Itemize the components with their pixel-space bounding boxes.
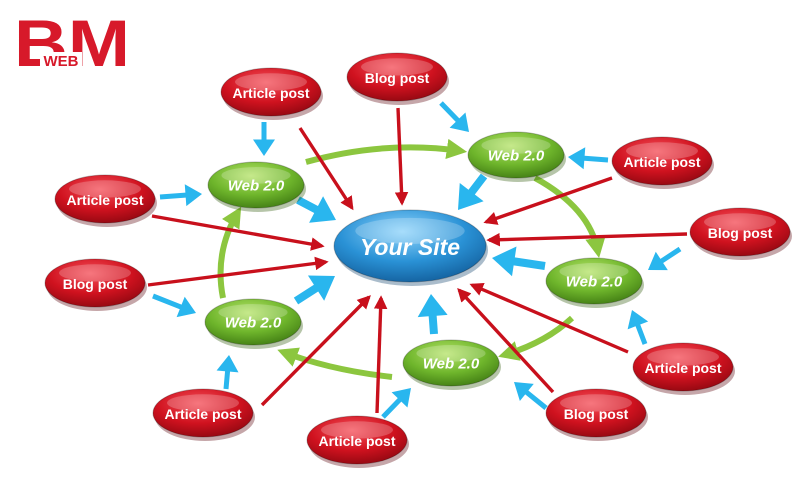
blog-post-node-p8-label: Blog post — [564, 406, 629, 422]
web20-node-w4: Web 2.0 — [402, 339, 501, 390]
red-arrow-p8 — [457, 287, 555, 394]
article-post-node-p1-label: Article post — [232, 85, 309, 101]
web20-node-w5-shape — [204, 298, 302, 346]
blog-post-node-p8-shape — [545, 388, 647, 438]
blue-arrow-p4-w1 — [159, 184, 202, 207]
your-site-node-shape — [333, 209, 487, 283]
blog-post-node-p6-label: Blog post — [63, 276, 128, 292]
blog-post-node-p5: Blog post — [689, 207, 792, 260]
blog-post-node-p2-shape — [346, 52, 448, 102]
red-arrow-p3 — [483, 176, 613, 225]
blog-post-node-p6-shape — [44, 258, 146, 308]
article-post-node-p4-shape — [54, 174, 156, 224]
red-arrow-p5 — [486, 232, 688, 247]
article-post-node-p7-shape — [632, 342, 734, 392]
web20-node-w3-shape — [545, 257, 643, 305]
green-arrow-w3-w4 — [498, 315, 575, 361]
blue-arrow-w5-site — [293, 275, 336, 305]
blue-arrow-p3-w2 — [567, 147, 609, 170]
blue-arrow-p9-w5 — [216, 355, 239, 390]
your-site-node: Your Site — [333, 209, 488, 286]
green-arrow-w2-w3 — [533, 175, 606, 259]
article-post-node-p10: Article post — [306, 415, 409, 468]
blue-arrow-w3-site — [492, 246, 546, 277]
web20-node-w2-label: Web 2.0 — [488, 148, 545, 165]
green-arrow-w5-w1 — [217, 206, 242, 299]
blog-post-node-p5-label: Blog post — [708, 225, 773, 241]
your-site-node-label: Your Site — [360, 234, 460, 260]
blue-arrow-w2-site — [457, 173, 488, 210]
blue-arrow-p10-w4 — [381, 388, 411, 419]
article-post-node-p7-label: Article post — [644, 360, 721, 376]
blog-post-node-p2: Blog post — [346, 52, 449, 105]
red-arrow-p4 — [151, 214, 325, 251]
web20-node-w2-shape — [467, 131, 565, 179]
bm-web-logo: BM WEB — [14, 8, 130, 78]
red-arrow-p7 — [469, 283, 629, 354]
blue-arrow-p6-w5 — [152, 293, 197, 318]
blog-post-node-p8: Blog post — [545, 388, 648, 441]
red-arrow-p10 — [373, 295, 388, 414]
article-post-node-p3-label: Article post — [623, 154, 700, 170]
web20-node-w3-label: Web 2.0 — [566, 274, 623, 291]
blog-post-node-p6: Blog post — [44, 258, 147, 311]
logo-sub: WEB — [44, 53, 79, 70]
article-post-node-p10-shape — [306, 415, 408, 465]
article-post-node-p1-shape — [220, 67, 322, 117]
blue-arrow-p1-w1 — [253, 122, 275, 156]
green-arrow-w1-w2 — [305, 138, 468, 165]
article-post-node-p9: Article post — [152, 388, 255, 441]
blue-arrow-p2-w2 — [439, 101, 469, 132]
web20-node-w4-label: Web 2.0 — [423, 356, 480, 373]
blog-post-node-p5-shape — [689, 207, 791, 257]
article-post-node-p7: Article post — [632, 342, 735, 395]
article-post-node-p3-shape — [611, 136, 713, 186]
article-post-node-p9-shape — [152, 388, 254, 438]
blue-arrow-p5-w3 — [647, 246, 682, 271]
article-post-node-p3: Article post — [611, 136, 714, 189]
article-post-node-p1: Article post — [220, 67, 323, 120]
web20-node-w1: Web 2.0 — [207, 161, 306, 212]
article-post-node-p4-label: Article post — [66, 192, 143, 208]
web20-node-w2: Web 2.0 — [467, 131, 566, 182]
blog-post-node-p2-label: Blog post — [365, 70, 430, 86]
red-arrow-p9 — [260, 295, 371, 407]
web20-node-w5-label: Web 2.0 — [225, 315, 282, 332]
red-arrow-p1 — [298, 127, 354, 211]
web20-node-w5: Web 2.0 — [204, 298, 303, 349]
article-post-node-p10-label: Article post — [318, 433, 395, 449]
green-arrow-w4-w5 — [277, 347, 393, 380]
web20-node-w1-label: Web 2.0 — [228, 178, 285, 195]
web20-node-w3: Web 2.0 — [545, 257, 644, 308]
blue-arrow-p8-w4 — [513, 382, 548, 410]
blue-arrow-w1-site — [296, 196, 337, 223]
web20-node-w4-shape — [402, 339, 500, 387]
blue-arrow-p7-w3 — [627, 309, 649, 345]
web20-node-w1-shape — [207, 161, 305, 209]
article-post-node-p9-label: Article post — [164, 406, 241, 422]
article-post-node-p4: Article post — [54, 174, 157, 227]
red-arrow-p6 — [147, 256, 329, 287]
red-arrow-p2 — [394, 107, 409, 206]
blue-arrow-w4-site — [417, 293, 448, 335]
